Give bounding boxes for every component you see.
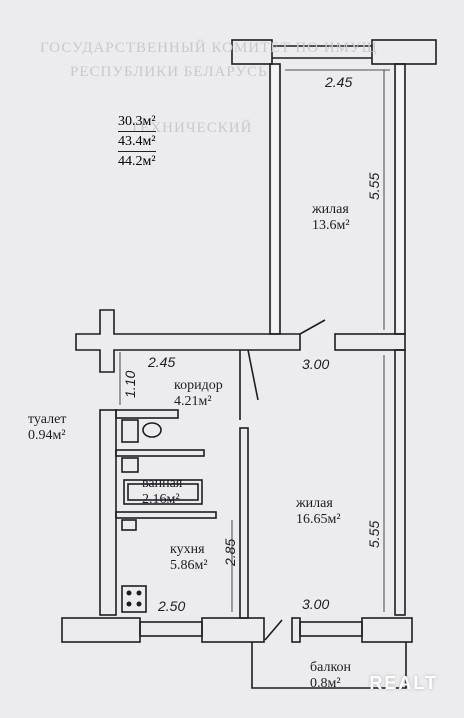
dim-top-room-length: 5.55 <box>366 172 382 200</box>
top-window-right <box>371 39 437 65</box>
right-wall-lower <box>394 349 406 616</box>
background-header-line3: ТЕХНИЧЕСКИЙ <box>130 120 253 136</box>
middle-wall-left <box>75 309 301 373</box>
bathroom-name: ванная <box>142 476 183 491</box>
middle-wall-right <box>334 333 406 351</box>
toilet-tank <box>121 419 139 443</box>
dim-kitchen-height: 2.85 <box>222 538 238 566</box>
toilet-wall <box>115 409 179 419</box>
background-header-line1: ГОСУДАРСТВЕННЫЙ КОМИТЕТ ПО ИМУЩ <box>40 40 378 56</box>
bottom-wall-right-a <box>291 617 301 643</box>
corridor-area: 4.21м² <box>174 394 212 409</box>
living-room-2-label: жилая 16.65м² <box>296 496 341 528</box>
toilet-label: туалет 0.94м² <box>28 412 67 444</box>
living-room-1-area: 13.6м² <box>312 218 350 233</box>
kitchen-area: 5.86м² <box>170 558 208 573</box>
bathroom-label: ванная 2.16м² <box>142 476 182 508</box>
balcony-name: балкон <box>310 660 352 675</box>
balcony-area: 0.8м² <box>310 676 341 691</box>
living-room-2-area: 16.65м² <box>296 512 341 527</box>
dim-bottom-room-width: 3.00 <box>302 596 330 612</box>
corridor-door <box>247 349 259 401</box>
dim-right-room-length: 5.55 <box>366 520 382 548</box>
dim-kitchen-width: 2.50 <box>158 598 186 614</box>
stove <box>121 585 147 613</box>
sink <box>121 457 139 473</box>
top-window-left <box>231 39 273 65</box>
bath-fixture <box>123 479 203 505</box>
dim-corridor-width: 2.45 <box>148 354 176 370</box>
living-room-2-name: жилая <box>296 496 333 511</box>
bottom-window-right <box>299 621 363 637</box>
dim-top-room-width: 2.45 <box>325 74 353 90</box>
background-header-line2: РЕСПУБЛИКИ БЕЛАРУСЬ <box>70 64 268 80</box>
bottom-wall-right <box>361 617 413 643</box>
kitchen-counter <box>121 519 137 531</box>
kitchen-partition <box>239 427 249 619</box>
corridor-label: коридор 4.21м² <box>174 378 223 410</box>
realt-watermark: REALT <box>369 673 438 693</box>
kitchen-label: кухня 5.86м² <box>170 542 208 574</box>
area-totals: 30.3м² 43.4м² 44.2м² <box>118 112 156 171</box>
living-area-total: 30.3м² <box>118 112 156 132</box>
living-room-1-name: жилая <box>312 202 349 217</box>
toilet-bowl <box>142 422 162 438</box>
bath-bottom-wall <box>115 511 217 519</box>
bottom-window-left <box>139 621 203 637</box>
bottom-wall-left <box>61 617 141 643</box>
bathroom-area: 2.16м² <box>142 492 180 507</box>
kitchen-name: кухня <box>170 542 205 557</box>
dim-corridor-height: 1.10 <box>122 370 138 398</box>
corridor-name: коридор <box>174 378 223 393</box>
top-room-door <box>299 319 326 335</box>
total-area: 43.4м² <box>118 132 156 152</box>
living-room-1-label: жилая 13.6м² <box>312 202 350 234</box>
balcony-label: балкон 0.8м² <box>310 660 351 692</box>
left-wall-lower <box>99 409 117 616</box>
toilet-area: 0.94м² <box>28 428 66 443</box>
dim-middle-width: 3.00 <box>302 356 330 372</box>
bath-top-wall <box>115 449 205 457</box>
balcony-outline <box>251 642 407 689</box>
toilet-name: туалет <box>28 412 67 427</box>
total-area-with-balcony: 44.2м² <box>118 154 156 169</box>
balcony-door <box>264 619 283 641</box>
bath-fixture-inner <box>127 483 199 501</box>
bottom-wall-mid <box>201 617 265 643</box>
